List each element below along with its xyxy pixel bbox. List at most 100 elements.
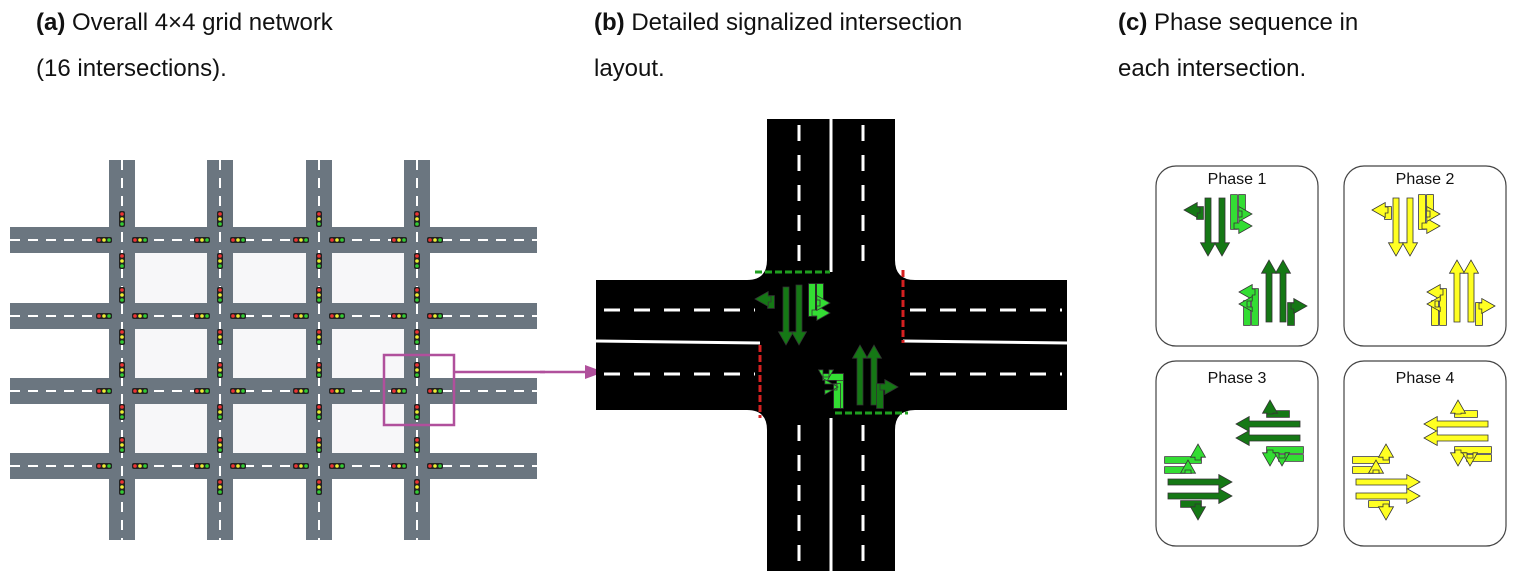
- left-turn-arrow-icon: [1261, 446, 1304, 467]
- caption-c: (c) Phase sequence in each intersection.: [1118, 0, 1418, 92]
- phase-4-title: Phase 4: [1396, 370, 1455, 387]
- left-turn-arrow-icon: [1183, 201, 1204, 220]
- city-block: [135, 253, 207, 303]
- traffic-light-icon: [194, 388, 210, 394]
- phase-card-2: Phase 2: [1343, 165, 1507, 347]
- right-turn-arrow-icon: [1230, 194, 1253, 235]
- phase-card-1: Phase 1: [1155, 165, 1319, 347]
- left-turn-arrow-icon: [1461, 452, 1492, 467]
- traffic-light-icon: [119, 404, 125, 420]
- traffic-light-icon: [329, 237, 345, 243]
- traffic-light-icon: [194, 313, 210, 319]
- right-turn-arrow-icon: [1238, 194, 1253, 223]
- traffic-light-icon: [316, 329, 322, 345]
- caption-c-text2: each intersection.: [1118, 55, 1307, 82]
- traffic-light-icon: [217, 253, 223, 269]
- traffic-light-icon: [119, 253, 125, 269]
- traffic-light-icon: [194, 463, 210, 469]
- city-block: [332, 253, 404, 303]
- phase-sequence-diagram: Phase 1 Phase 2 Phase 3 Phase 4: [1155, 165, 1507, 547]
- phase-card-4: Phase 4: [1343, 360, 1507, 547]
- straight-arrow-icon: [1462, 259, 1480, 323]
- phase-1-title: Phase 1: [1208, 171, 1267, 188]
- caption-b: (b) Detailed signalized intersection lay…: [594, 0, 1014, 92]
- left-turn-arrow-icon: [1426, 295, 1441, 326]
- left-turn-arrow-icon: [1238, 295, 1253, 326]
- right-turn-arrow-icon: [1426, 194, 1441, 223]
- center-line: [595, 339, 761, 345]
- caption-b-text2: layout.: [594, 55, 665, 82]
- left-turn-arrow-icon: [1371, 201, 1392, 220]
- traffic-light-icon: [96, 313, 112, 319]
- traffic-light-icon: [316, 253, 322, 269]
- traffic-light-icon: [119, 437, 125, 453]
- phase-2-title: Phase 2: [1396, 171, 1455, 188]
- straight-arrow-icon: [790, 284, 808, 346]
- right-turn-arrow-icon: [1449, 399, 1478, 418]
- traffic-light-icon: [391, 237, 407, 243]
- straight-arrow-icon: [1167, 487, 1233, 505]
- traffic-light-icon: [414, 287, 420, 303]
- traffic-light-icon: [96, 237, 112, 243]
- right-turn-arrow-icon: [1475, 297, 1496, 326]
- straight-arrow-icon: [1213, 197, 1231, 257]
- traffic-light-icon: [316, 287, 322, 303]
- traffic-light-icon: [132, 313, 148, 319]
- left-turn-arrow-icon: [1426, 283, 1447, 326]
- phase-3-title: Phase 3: [1208, 370, 1267, 387]
- caption-b-text: Detailed signalized intersection: [631, 9, 963, 36]
- traffic-light-icon: [230, 313, 246, 319]
- traffic-light-icon: [96, 388, 112, 394]
- traffic-light-icon: [427, 237, 443, 243]
- traffic-light-icon: [217, 329, 223, 345]
- traffic-light-icon: [414, 211, 420, 227]
- straight-arrow-icon: [1235, 429, 1301, 447]
- traffic-light-icon: [217, 437, 223, 453]
- left-turn-arrow-icon: [1352, 459, 1385, 474]
- traffic-light-icon: [316, 404, 322, 420]
- city-block: [135, 329, 207, 378]
- right-turn-arrow-icon: [1368, 500, 1395, 521]
- right-turn-arrow-icon: [1261, 399, 1290, 418]
- right-turn-arrow-icon: [1287, 297, 1308, 326]
- traffic-light-icon: [217, 404, 223, 420]
- traffic-light-icon: [119, 479, 125, 495]
- grid-network-diagram: [10, 160, 545, 540]
- left-turn-arrow-icon: [1352, 443, 1395, 464]
- right-turn-arrow-icon: [1180, 500, 1207, 521]
- right-turn-arrow-icon: [1418, 194, 1441, 235]
- highlight-box: [382, 353, 456, 427]
- straight-arrow-icon: [1235, 415, 1301, 433]
- caption-a: (a) Overall 4×4 grid network (16 interse…: [36, 0, 456, 92]
- intersection-layout-diagram: [595, 119, 1068, 571]
- traffic-light-icon: [293, 463, 309, 469]
- traffic-light-icon: [316, 362, 322, 378]
- right-turn-arrow-icon: [876, 378, 899, 409]
- left-turn-arrow-icon: [824, 378, 841, 409]
- traffic-light-icon: [194, 237, 210, 243]
- traffic-light-icon: [96, 463, 112, 469]
- traffic-light-icon: [414, 437, 420, 453]
- traffic-light-icon: [293, 237, 309, 243]
- phase-card-3: Phase 3: [1155, 360, 1319, 547]
- traffic-light-icon: [391, 388, 407, 394]
- straight-arrow-icon: [777, 286, 795, 346]
- traffic-light-icon: [230, 463, 246, 469]
- traffic-light-icon: [414, 329, 420, 345]
- traffic-light-icon: [217, 287, 223, 303]
- traffic-light-icon: [316, 211, 322, 227]
- traffic-light-icon: [329, 313, 345, 319]
- left-turn-arrow-icon: [1238, 283, 1259, 326]
- city-block: [233, 329, 306, 378]
- caption-c-text: Phase sequence in: [1154, 9, 1359, 36]
- traffic-light-icon: [316, 437, 322, 453]
- caption-a-text2: (16 intersections).: [36, 55, 227, 82]
- straight-arrow-icon: [1401, 197, 1419, 257]
- straight-arrow-icon: [1423, 429, 1489, 447]
- city-block: [135, 404, 207, 453]
- straight-arrow-icon: [1423, 415, 1489, 433]
- traffic-light-icon: [119, 329, 125, 345]
- traffic-light-icon: [230, 237, 246, 243]
- traffic-light-icon: [414, 253, 420, 269]
- traffic-light-icon: [414, 479, 420, 495]
